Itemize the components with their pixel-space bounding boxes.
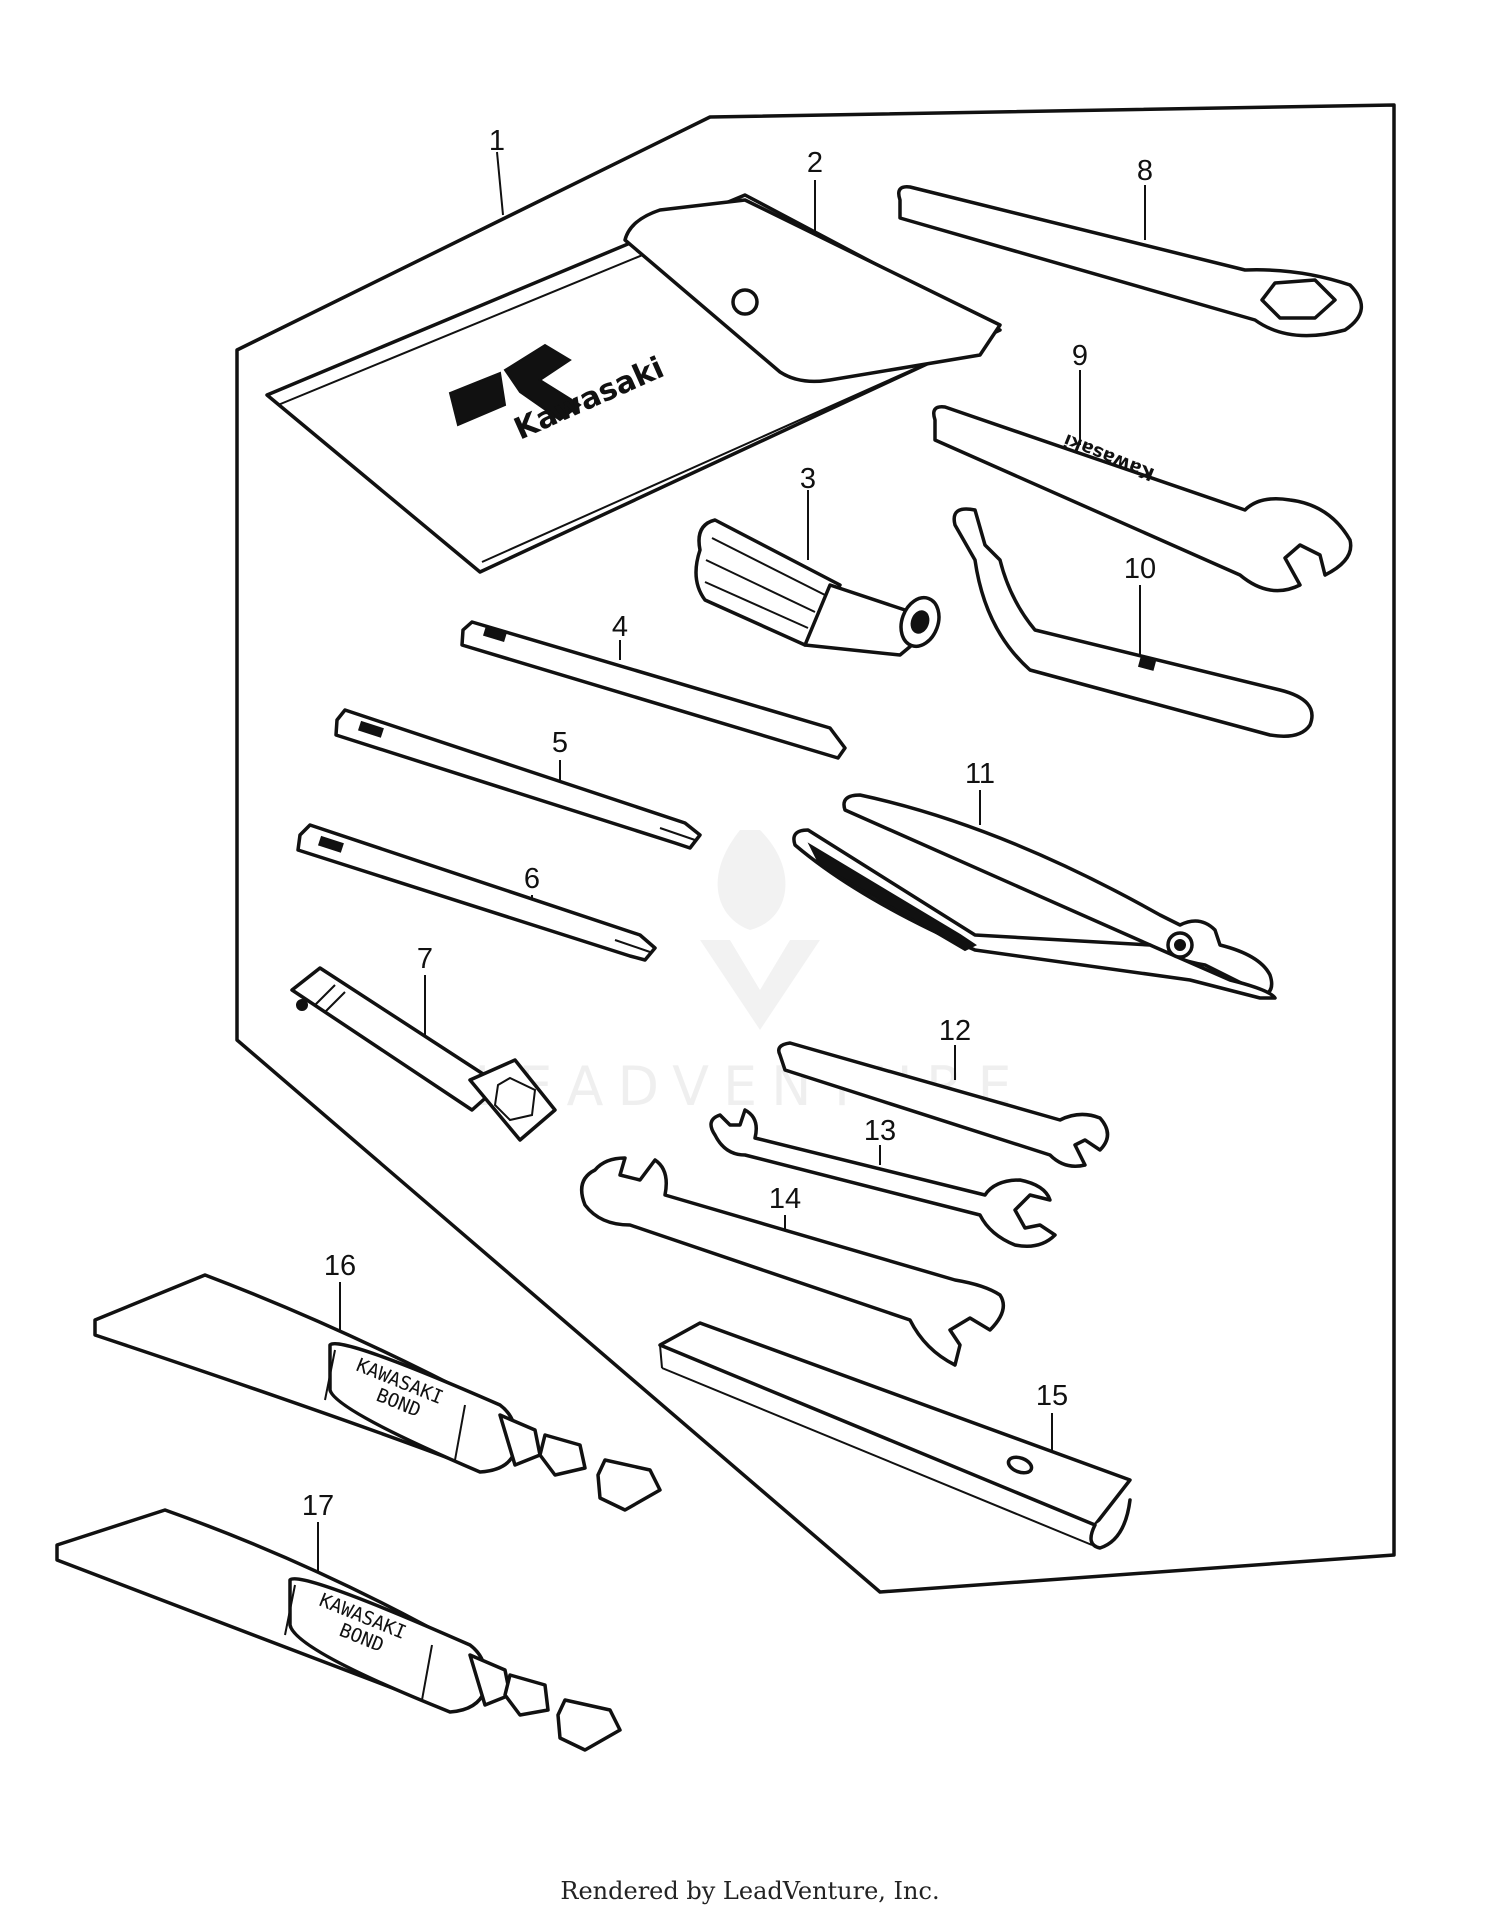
callout-1: 1 [489,125,505,157]
callout-8: 8 [1137,155,1153,187]
watermark: LEADVENTURE [474,830,1012,1118]
callout-12: 12 [939,1015,971,1047]
hook-spanner-10 [952,507,1314,738]
open-end-wrench-12 [777,1041,1110,1168]
callout-9: 9 [1072,340,1088,372]
callout-2: 2 [807,147,823,179]
open-end-wrench-13 [709,1108,1057,1248]
screwdriver-shaft-6 [296,823,657,962]
box-wrench-8 [897,185,1363,338]
handle-bar-15 [658,1321,1132,1550]
callout-5: 5 [552,727,568,759]
bond-tube-17: KAWASAKI BOND [55,1508,622,1752]
screwdriver-shaft-5 [334,708,702,850]
open-end-wrench-14 [579,1156,1006,1367]
callout-11: 11 [965,758,995,790]
callout-6: 6 [524,863,540,895]
callout-17: 17 [302,1490,334,1522]
callout-15: 15 [1036,1380,1068,1412]
callout-4: 4 [612,611,628,643]
kit-boundary [235,103,1396,1594]
tool-pouch: Kawasaki [265,193,1002,574]
screwdriver-handle [694,518,941,657]
pliers-11 [792,793,1277,1000]
bond-tube-16: KAWASAKI BOND [93,1273,662,1512]
callout-13: 13 [864,1115,896,1147]
callout-3: 3 [800,463,816,495]
callout-14: 14 [769,1183,801,1215]
callout-labels: 1 2 3 4 5 6 7 8 9 10 11 12 13 14 15 16 1… [302,125,1156,1522]
spark-plug-wrench [290,966,557,1142]
screwdriver-shaft-4 [460,620,847,760]
callout-7: 7 [417,943,433,975]
footer-credit: Rendered by LeadVenture, Inc. [560,1877,940,1905]
callout-10: 10 [1124,553,1156,585]
callout-16: 16 [324,1250,356,1282]
